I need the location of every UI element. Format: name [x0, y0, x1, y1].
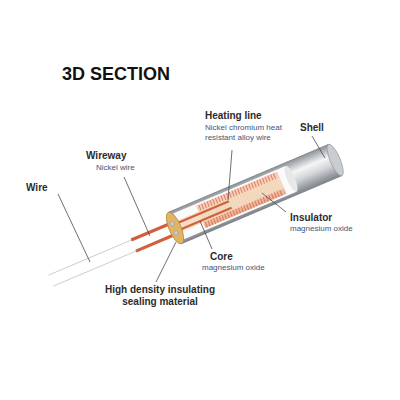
part-label: Core	[210, 251, 233, 263]
part-label: Nickel wire	[96, 163, 135, 173]
leader-line	[124, 177, 150, 236]
part-label: Wireway	[86, 150, 126, 162]
leader-line	[228, 150, 232, 200]
part-label: High density insulating sealing material	[98, 284, 222, 308]
leader-line	[58, 194, 90, 262]
part-label: Insulator	[290, 212, 332, 224]
diagram-title: 3D SECTION	[62, 64, 170, 86]
part-label: Heating line	[205, 110, 262, 122]
part-label: magnesium oxide	[290, 224, 353, 234]
leader-line	[200, 221, 212, 249]
leader-line	[262, 193, 286, 212]
part-label: Wire	[26, 182, 48, 194]
part-label: magnesium oxide	[202, 263, 265, 273]
part-label: Shell	[300, 122, 324, 134]
part-label: Nickel chromium heat resistant alloy wir…	[205, 123, 301, 142]
leader-line	[156, 242, 176, 282]
leader-line	[312, 136, 325, 158]
